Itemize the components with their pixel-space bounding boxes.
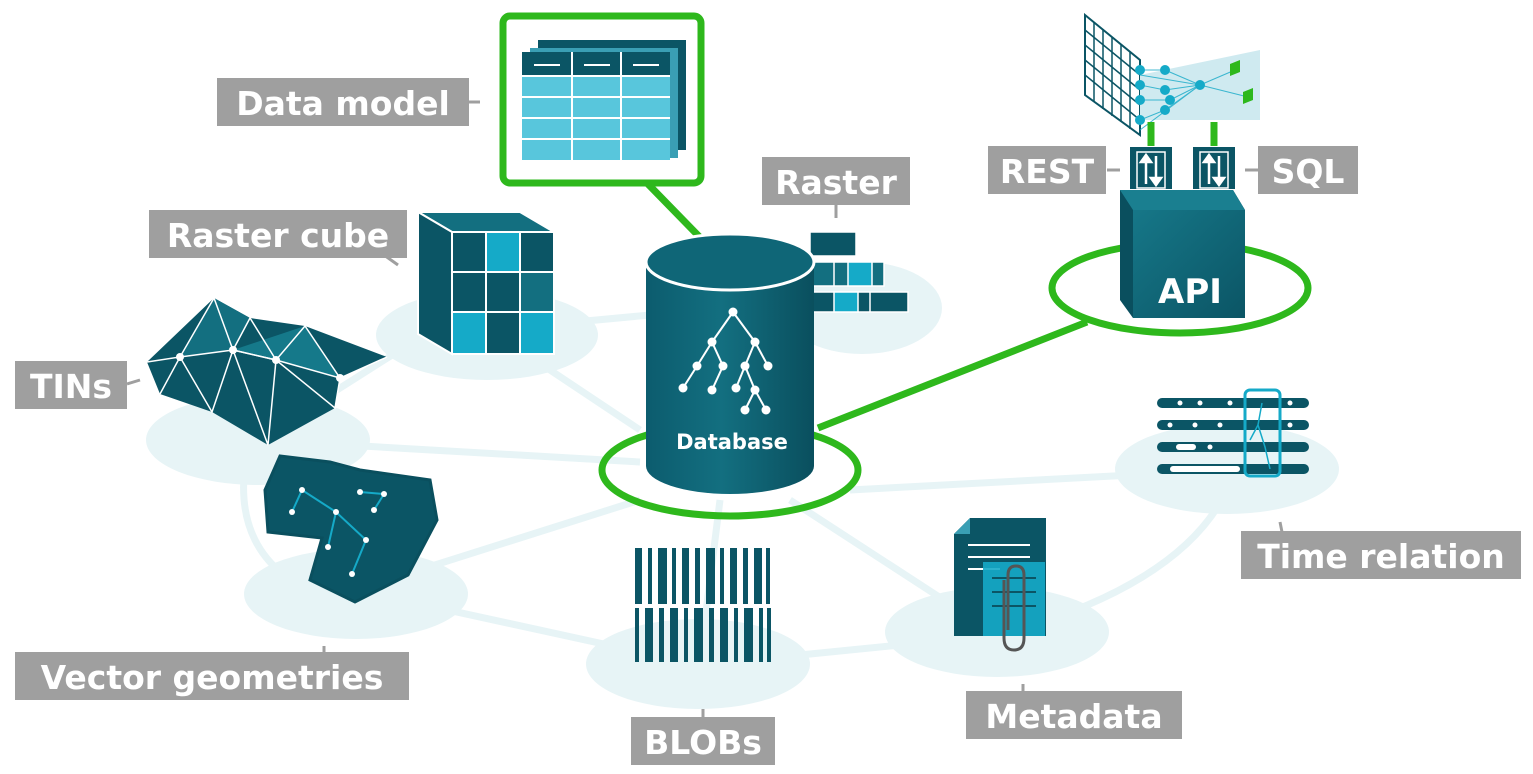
label-vector-geometries-text: Vector geometries [41, 658, 384, 697]
database-label: Database [676, 430, 788, 454]
label-vector-geometries: Vector geometries [15, 652, 409, 700]
label-sql: SQL [1258, 146, 1358, 194]
barcode-icon [635, 548, 771, 662]
data-model-node [499, 12, 705, 187]
label-raster-cube: Raster cube [149, 210, 407, 258]
tin-mesh-icon [146, 296, 388, 446]
label-data-model: Data model [217, 78, 469, 126]
label-metadata: Metadata [966, 691, 1182, 739]
label-blobs: BLOBs [631, 717, 775, 765]
api-label: API [1158, 272, 1222, 312]
document-icon [954, 518, 1046, 652]
arrows-icon [1130, 147, 1235, 189]
label-rest-text: REST [1000, 152, 1095, 191]
label-raster-cube-text: Raster cube [167, 216, 389, 255]
database-icon: Database [598, 232, 862, 520]
label-metadata-text: Metadata [985, 697, 1162, 736]
label-tins-text: TINs [30, 367, 112, 406]
paperclip-icon [1002, 564, 1026, 652]
api-box-icon: API [1048, 190, 1312, 337]
label-tins: TINs [15, 361, 127, 409]
raster-pyramid-icon [807, 231, 909, 313]
api-group: API [1048, 12, 1312, 337]
label-raster-text: Raster [775, 163, 897, 202]
label-sql-text: SQL [1272, 152, 1345, 191]
timeline-icon [1157, 388, 1309, 478]
raster-cube-icon [414, 210, 558, 356]
label-blobs-text: BLOBs [644, 723, 762, 762]
tree-icon [678, 307, 773, 415]
table-icon [522, 40, 686, 160]
label-data-model-text: Data model [236, 84, 450, 123]
label-rest: REST [988, 146, 1106, 194]
label-leaders [126, 100, 1284, 718]
label-raster: Raster [762, 157, 910, 205]
label-time-relation-text: Time relation [1257, 537, 1505, 576]
polygon-icon [263, 454, 439, 604]
network-icon [1084, 12, 1260, 137]
label-time-relation: Time relation [1241, 531, 1521, 579]
